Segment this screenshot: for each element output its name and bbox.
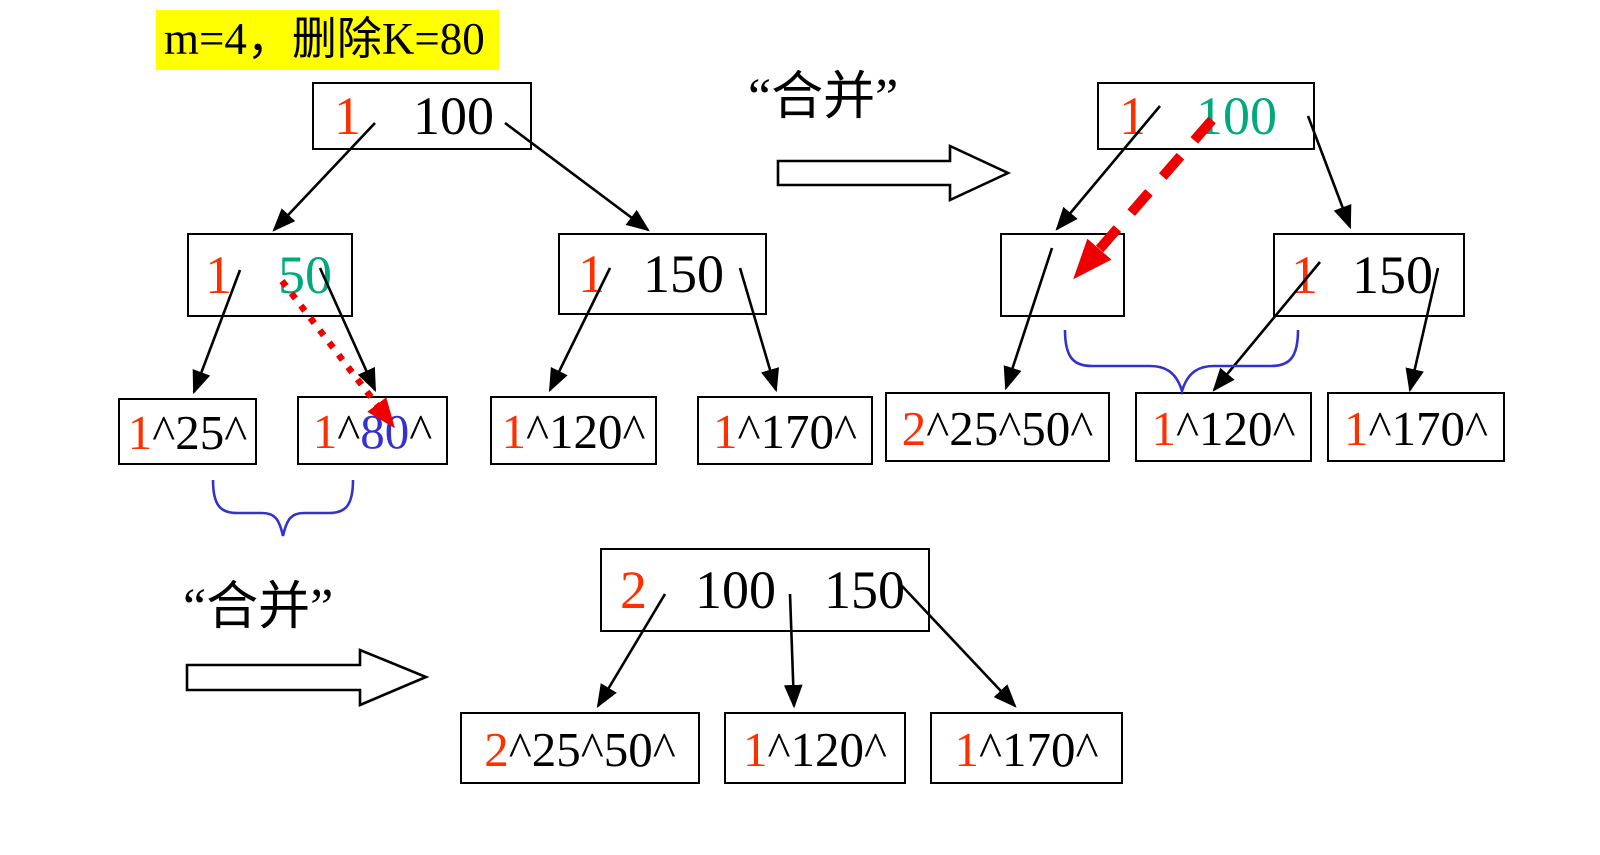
right-tree-empty-node xyxy=(1000,233,1125,317)
node-keys: ^120^ xyxy=(526,404,646,459)
node-keys: ^170^ xyxy=(1368,400,1489,456)
bottom-leaf-170: 1^170^ xyxy=(930,712,1123,784)
null-pointer: ^ xyxy=(409,404,433,459)
node-keys: ^120^ xyxy=(767,721,888,777)
node-keys: 150 xyxy=(643,244,724,304)
merge-label-bottom: “合并” xyxy=(183,579,334,636)
left-leaf-170: 1^170^ xyxy=(697,396,873,465)
merge-brace-right-icon xyxy=(1063,329,1300,396)
merge-brace-left-icon xyxy=(211,479,355,537)
page-title: m=4，删除K=80 xyxy=(156,10,499,71)
right-tree-root-node: 1 100 xyxy=(1097,82,1315,150)
right-leaf-25-50: 2^25^50^ xyxy=(885,392,1110,462)
right-leaf-170: 1^170^ xyxy=(1327,392,1505,462)
node-count: 1 xyxy=(501,404,527,459)
node-key-100: 100 xyxy=(695,560,776,620)
left-leaf-25: 1^25^ xyxy=(118,398,257,465)
node-keys: ^170^ xyxy=(737,404,858,459)
bottom-tree-root-node: 2 100 150 xyxy=(600,548,930,632)
left-tree-root-node: 1 100 xyxy=(312,82,532,150)
node-keys: 50 xyxy=(278,245,332,305)
deleted-key-80: 80 xyxy=(360,404,410,459)
node-count: 1 xyxy=(743,721,768,777)
node-count: 1 xyxy=(1119,86,1146,146)
node-count: 2 xyxy=(484,721,509,777)
right-tree-node-150: 1 150 xyxy=(1273,233,1465,317)
node-count: 1 xyxy=(954,721,980,777)
null-pointer: ^ xyxy=(337,404,361,459)
node-keys: ^25^ xyxy=(152,405,248,460)
node-count: 2 xyxy=(901,400,927,456)
node-count: 1 xyxy=(1291,245,1318,305)
node-count: 1 xyxy=(1151,400,1177,456)
node-count: 1 xyxy=(713,404,738,459)
node-count: 1 xyxy=(1344,400,1369,456)
bottom-leaf-25-50: 2^25^50^ xyxy=(460,712,700,784)
node-count: 1 xyxy=(312,404,338,459)
right-leaf-120: 1^120^ xyxy=(1135,392,1312,462)
node-keys: ^120^ xyxy=(1176,400,1296,456)
node-count: 1 xyxy=(205,245,232,305)
node-keys: 100 xyxy=(413,86,494,146)
node-count: 1 xyxy=(127,405,153,460)
node-key-150: 150 xyxy=(824,560,905,620)
node-count: 1 xyxy=(578,244,605,304)
left-leaf-120: 1^120^ xyxy=(490,396,657,465)
node-count: 1 xyxy=(334,86,361,146)
bottom-leaf-120: 1^120^ xyxy=(724,712,906,784)
merge-arrow-bottom-icon xyxy=(185,648,430,707)
left-leaf-80: 1^80^ xyxy=(297,396,448,465)
node-count: 2 xyxy=(620,560,647,620)
node-keys: 150 xyxy=(1352,245,1433,305)
node-keys: 100 xyxy=(1196,86,1277,146)
node-keys: ^25^50^ xyxy=(926,400,1094,456)
merge-label-top: “合并” xyxy=(748,69,899,126)
left-tree-node-50: 1 50 xyxy=(187,233,353,317)
left-tree-node-150: 1 150 xyxy=(558,233,767,315)
node-keys: ^25^50^ xyxy=(508,721,676,777)
node-keys: ^170^ xyxy=(979,721,1099,777)
merge-arrow-top-icon xyxy=(776,143,1012,203)
